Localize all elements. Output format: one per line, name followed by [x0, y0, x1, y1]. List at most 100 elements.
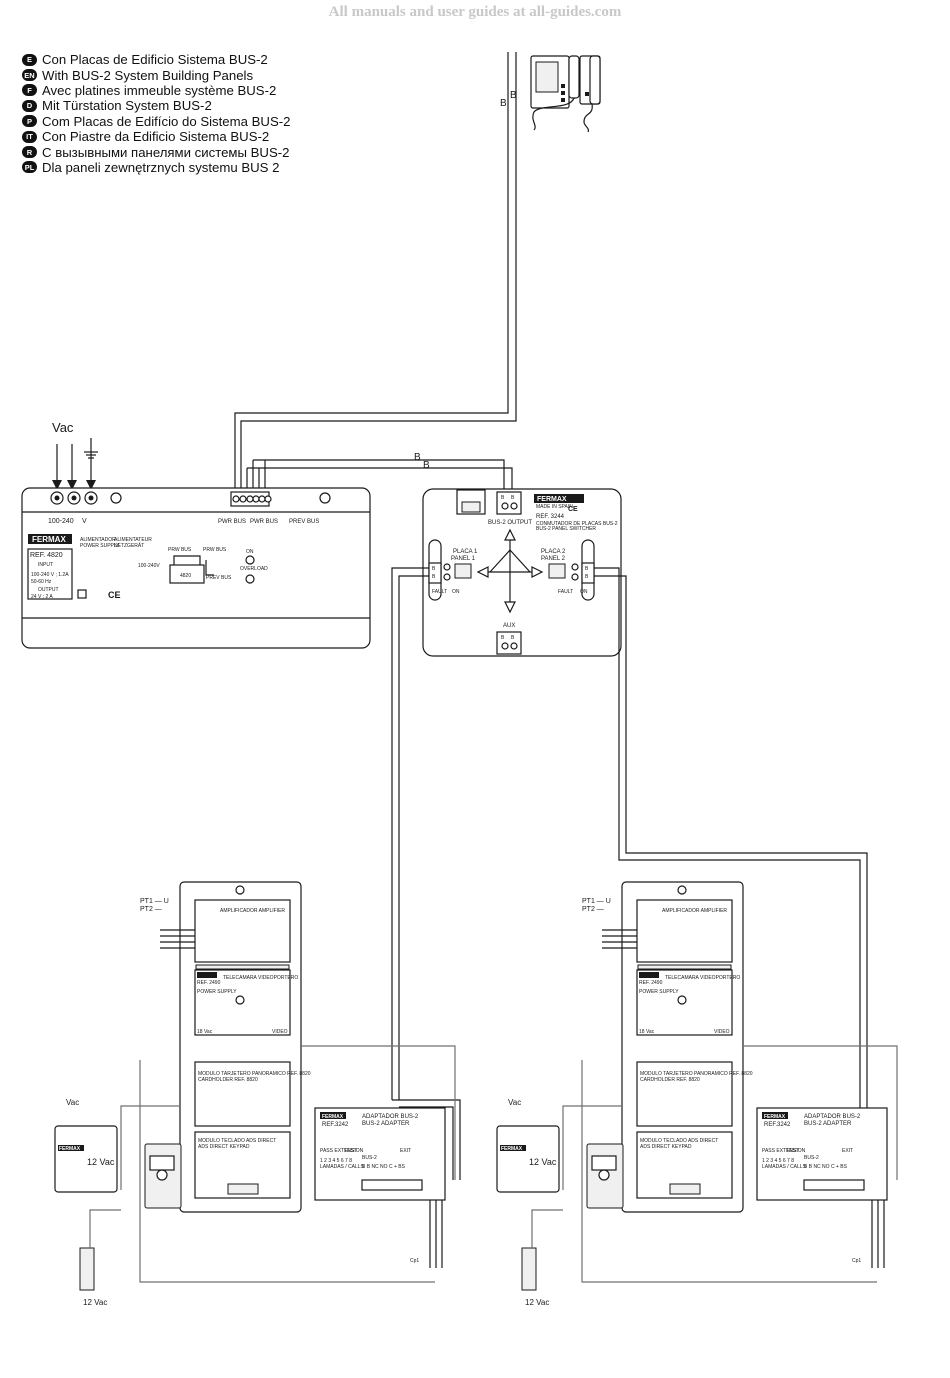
adapter-ref: REF.3242: [764, 1122, 791, 1128]
vac-small: 18 Vac: [639, 1029, 655, 1035]
adapter-title: ADAPTADOR BUS-2: [804, 1114, 861, 1120]
prev-bus-label: PREV BUS: [289, 519, 319, 525]
bus-label: B: [414, 452, 421, 463]
terminals: B B NC NO C + BS: [362, 1164, 406, 1170]
lock-voltage-label: 12 Vac: [83, 1298, 107, 1307]
psu-title: POWER SUPPLY: [80, 543, 120, 549]
prw-bus-label: PRW BUS: [168, 547, 192, 553]
terminals: B B NC NO C + BS: [804, 1164, 848, 1170]
psu-ref: REF. 4820: [30, 552, 63, 559]
prw-bus-label: PRW BUS: [203, 547, 227, 553]
bus-label: B: [511, 495, 515, 501]
brand-logo: FERMAX: [59, 1146, 81, 1152]
adapter-sub: BUS-2 ADAPTER: [804, 1121, 852, 1127]
keypad-sub: ADS DIRECT KEYPAD: [198, 1144, 250, 1150]
pt1-label: PT1 — U: [582, 898, 611, 905]
switcher-desc: CONMUTADOR DE PLACAS BUS-2: [536, 521, 618, 527]
pt2-label: PT2 —: [140, 906, 162, 913]
bus-label: B: [432, 566, 436, 572]
power-supply-small: POWER SUPPLY: [639, 989, 679, 995]
bus-label: B: [432, 574, 436, 580]
cardholder-title: MODULO TARJETERO PANORAMICO REF. 8820: [198, 1071, 311, 1077]
language-badge: P: [22, 115, 37, 128]
ps-output-label: 12 Vac: [87, 1157, 115, 1167]
call-numbers: 1 2 3 4 5 6 7 8: [320, 1158, 352, 1164]
bus-wires: [234, 52, 517, 494]
vac-label: Vac: [66, 1098, 79, 1107]
pt1-label: PT1 — U: [140, 898, 169, 905]
building-panel-left: PT1 — U PT2 — AMPLIFICADOR AMPLIFIER REF…: [54, 881, 456, 1307]
bus-label: B: [510, 90, 517, 101]
legend-text: Con Piastre da Edificio Sistema BUS-2: [42, 129, 270, 145]
output-label: OUTPUT: [38, 587, 59, 593]
power-supply-small: POWER SUPPLY: [197, 989, 237, 995]
panel2-label: PANEL 2: [541, 556, 566, 562]
brand-logo: FERMAX: [764, 1114, 786, 1120]
module-ref: REF. 2490: [197, 980, 221, 986]
input-range-label: 100-240: [48, 518, 74, 525]
pass-extension: PASS EXTENSION: [320, 1148, 364, 1154]
language-badge: D: [22, 99, 37, 112]
keypad-title: MODULO TECLADO ADS DIRECT: [198, 1138, 276, 1144]
pass-extension: PASS EXTENSION: [762, 1148, 806, 1154]
lock-voltage-label: 12 Vac: [525, 1298, 549, 1307]
output-spec: 24 V ; 2 A: [31, 594, 53, 600]
adapter-sub: BUS-2 ADAPTER: [362, 1121, 410, 1127]
cardholder-title: MODULO TARJETERO PANORAMICO REF. 8820: [640, 1071, 753, 1077]
module-ref: REF. 2490: [639, 980, 663, 986]
exit-label: EXIT: [842, 1148, 853, 1154]
language-badge: R: [22, 146, 37, 159]
made-in: MADE IN SPAIN: [536, 504, 573, 510]
building-panel-right: PT1 — U PT2 — AMPLIFICADOR AMPLIFIER REF…: [496, 881, 898, 1307]
bus2-label: BUS-2: [362, 1155, 377, 1161]
monitor-unit: [530, 55, 580, 131]
cp-label: Cp1: [410, 1258, 419, 1264]
language-badge: IT: [22, 130, 37, 143]
bus-label: B: [501, 495, 505, 501]
video-label: VIDEO: [272, 1029, 288, 1035]
pwr-bus-label: PWR BUS: [250, 519, 278, 525]
language-badge: PL: [22, 161, 37, 174]
bus-label: B: [585, 566, 589, 572]
prev-bus-small: PREV BUS: [206, 575, 232, 581]
fault-label: FAULT: [432, 589, 447, 595]
brand-logo: FERMAX: [32, 535, 66, 544]
brand-logo: FERMAX: [322, 1114, 344, 1120]
adapter-title: ADAPTADOR BUS-2: [362, 1114, 419, 1120]
legend-text: Com Placas de Edifício do Sistema BUS-2: [42, 113, 291, 129]
legend-text: Mit Türstation System BUS-2: [42, 98, 212, 114]
cardholder-sub: CARDHOLDER REF. 8820: [198, 1077, 258, 1083]
legend-text: Dla paneli zewnętrznych systemu BUS 2: [42, 159, 280, 175]
video-label: VIDEO: [714, 1029, 730, 1035]
brand-logo: FERMAX: [537, 496, 567, 503]
audio-handset: [579, 55, 601, 133]
exit-label: EXIT: [400, 1148, 411, 1154]
on-label: ON: [580, 589, 588, 595]
panel-switcher-3244: B B BUS-2 OUTPUT FERMAX MADE IN SPAIN RE…: [422, 488, 622, 657]
legend-row: D Mit Türstation System BUS-2: [22, 98, 290, 113]
input-label: INPUT: [38, 562, 53, 568]
bus-label: B: [423, 460, 430, 471]
language-badge: EN: [22, 69, 37, 82]
center-range: 100-240V: [138, 563, 160, 569]
adapter-ref: REF.3242: [322, 1122, 349, 1128]
watermark: All manuals and user guides at all-guide…: [328, 4, 622, 20]
vac-label: Vac: [52, 420, 74, 435]
brand-logo: FERMAX: [501, 1146, 523, 1152]
aux-label: AUX: [503, 623, 515, 629]
bus-label: B: [501, 635, 505, 641]
legend-row: P Com Placas de Edifício do Sistema BUS-2: [22, 114, 290, 129]
psu-title: NETZGERÄT: [114, 542, 144, 549]
input-spec: 100-240 V ; 1.2A: [31, 572, 69, 578]
vac-label: Vac: [508, 1098, 521, 1107]
on-label: ON: [452, 589, 460, 595]
switcher-ref: REF. 3244: [536, 514, 565, 520]
vac-small: 18 Vac: [197, 1029, 213, 1035]
